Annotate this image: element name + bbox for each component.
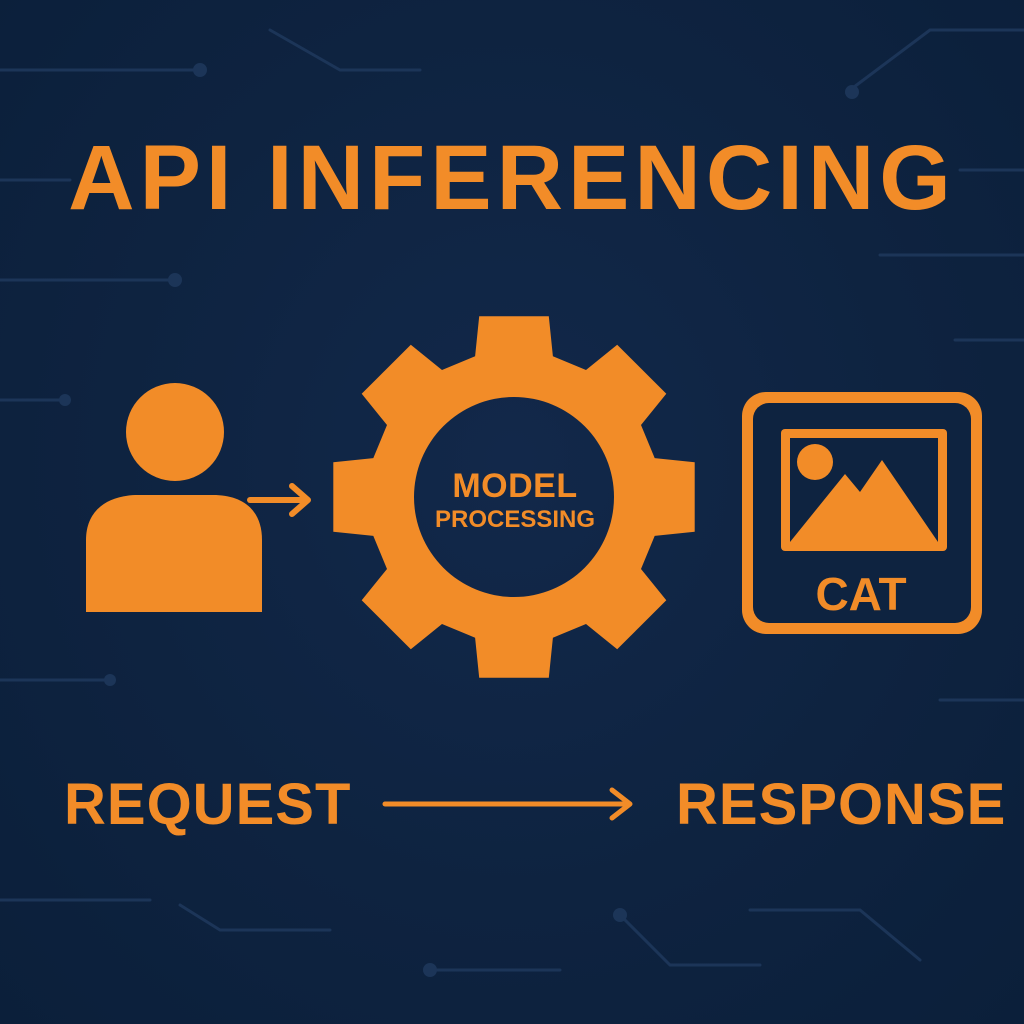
user-icon [86, 383, 262, 612]
page-title: API INFERENCING [68, 127, 956, 229]
processing-label: PROCESSING [434, 506, 596, 533]
model-label: MODEL [452, 467, 578, 505]
cat-label: CAT [815, 568, 907, 620]
gear-icon [333, 316, 695, 678]
flow-arrow [382, 787, 633, 821]
circuit-traces [0, 28, 1024, 972]
image-icon [790, 438, 938, 542]
circuit-nodes [59, 63, 859, 977]
request-label: REQUEST [64, 772, 352, 837]
arrow-right-icon [247, 483, 311, 517]
image-card [742, 392, 982, 634]
response-label: RESPONSE [676, 772, 1007, 837]
